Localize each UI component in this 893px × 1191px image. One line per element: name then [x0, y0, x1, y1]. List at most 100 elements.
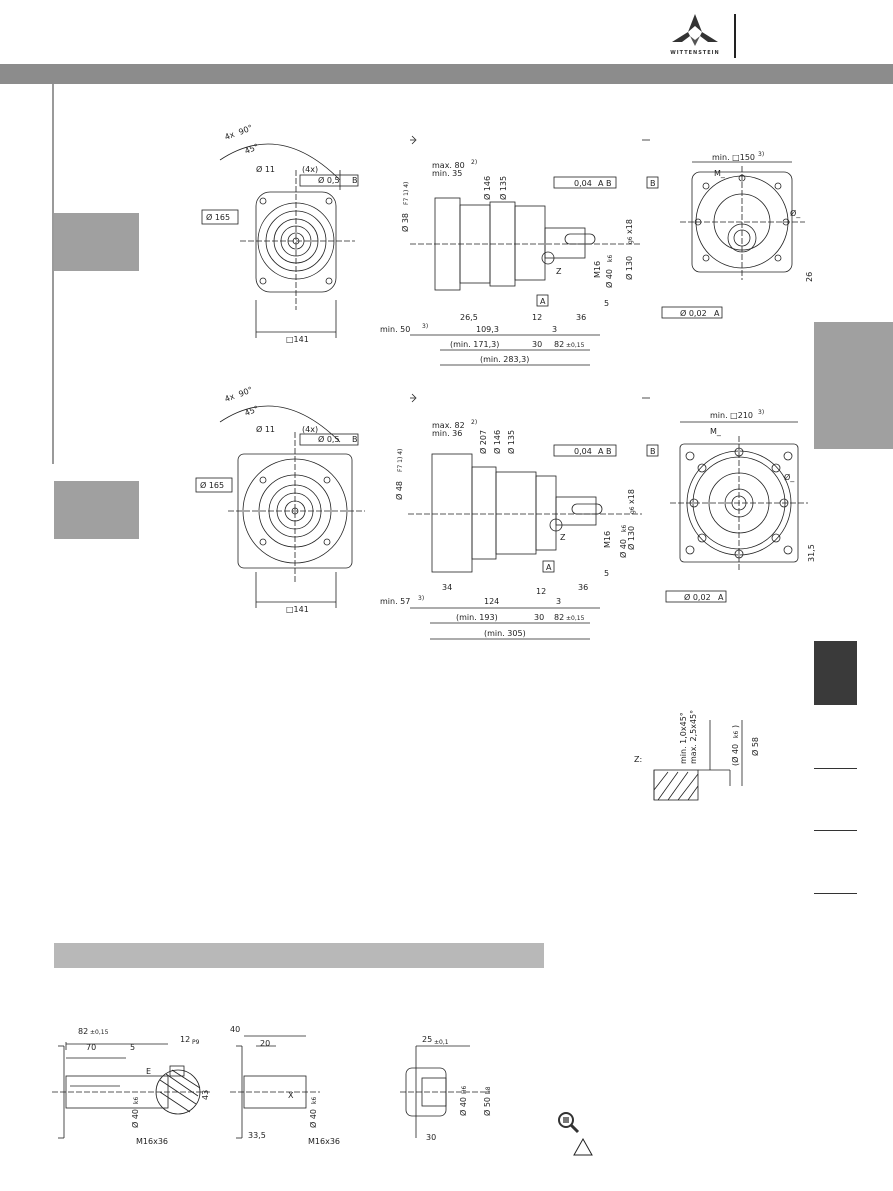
- d2-min-57: min. 57: [380, 597, 410, 606]
- d2-rear-square: min. □210: [710, 411, 753, 420]
- shaft-keyed-dim-43: 43: [201, 1090, 210, 1100]
- detail-z: Z: min. 1,0x45° max. 2,5x45° (Ø 40 k6 ) …: [634, 710, 760, 801]
- shaft-keyed-thread: M16x36: [136, 1137, 168, 1146]
- d1-d40: Ø 40: [604, 269, 614, 288]
- shaft-smooth-thread: M16x36: [308, 1137, 340, 1146]
- shaft-options: 82 ±0,15 70 5 12 P9 E Ø 40 k6 43 M16x36 …: [52, 1025, 492, 1146]
- shaft-keyed: [52, 1042, 210, 1139]
- d2-hole: Ø 11: [256, 424, 275, 434]
- d2-perp-tol: Ø 0,02: [684, 592, 711, 602]
- shaft-keyed-dim-12: 12: [180, 1035, 190, 1044]
- d2-max-dim: max. 82: [432, 421, 465, 430]
- d1-angle-45: 45°: [243, 142, 260, 156]
- d1-datum-b: B: [650, 179, 656, 188]
- shaft-smooth-dim-40: 40: [230, 1025, 240, 1034]
- shaft-smooth-d40-tol: k6: [311, 1097, 318, 1104]
- d2-hole-count: (4x): [302, 425, 318, 434]
- drawing-2: 4x 90° 45° Ø 11 (4x) Ø 0,5 B Ø 165 □141 …: [195, 385, 816, 640]
- shaft-keyed-d40-tol: k6: [133, 1097, 140, 1104]
- variant-marker-2: [54, 481, 139, 539]
- d1-thread: M16: [593, 261, 602, 278]
- d1-hole: Ø 11: [256, 164, 275, 174]
- d2-front-datum-b: B: [352, 435, 358, 444]
- shaft-hollow-dim-25: 25: [422, 1035, 432, 1044]
- shaft-hollow-dim-25-tol: ±0,1: [434, 1039, 449, 1046]
- d1-runout-ref: A B: [598, 179, 612, 188]
- drawing-1-front-view: [219, 143, 355, 338]
- shaft-keyed-d40: Ø 40: [130, 1109, 140, 1128]
- shaft-smooth-dim-20: 20: [260, 1039, 270, 1048]
- d2-count-prefix: 4x: [223, 392, 236, 404]
- d2-dim-36: 36: [578, 583, 588, 592]
- shaft-keyed-dim-82-tol: ±0,15: [90, 1029, 109, 1036]
- drawing-1-side-view: [410, 135, 650, 291]
- drawing-2-front-view: [219, 405, 365, 608]
- d2-min-305: (min. 305): [484, 629, 526, 638]
- d1-min-dim: min. 35: [432, 169, 462, 178]
- d1-dim-82: 82: [554, 340, 564, 349]
- side-tab-active[interactable]: [814, 641, 857, 705]
- d1-sup-2: 2): [471, 159, 477, 166]
- d2-dim-124: 124: [484, 597, 499, 606]
- d1-d40-tol: k6: [607, 255, 614, 262]
- detail-z-d58: Ø 58: [750, 737, 760, 756]
- d2-perp-ref: A: [718, 593, 724, 602]
- shaft-hollow-d50-tol: h8: [485, 1086, 492, 1094]
- d2-angle-90: 90°: [237, 385, 254, 399]
- left-rule: [52, 84, 54, 464]
- d2-datum-a: A: [546, 563, 552, 572]
- shaft-hollow-dim-30: 30: [426, 1133, 436, 1142]
- d1-perp-tol: Ø 0,02: [680, 308, 707, 318]
- shaft-keyed-e: E: [146, 1067, 151, 1076]
- d1-max-dim: max. 80: [432, 161, 465, 170]
- d2-position-tol: Ø 0,5: [318, 434, 340, 444]
- d1-hole-count: (4x): [302, 165, 318, 174]
- detail-z-d40: (Ø 40: [730, 744, 740, 766]
- drawing-1: 4x 90° 45° Ø 11 (4x) Ø 0,5 B Ø 165 □141 …: [201, 123, 814, 366]
- warning-triangle-icon: [572, 1137, 594, 1157]
- d2-datum-b: B: [650, 447, 656, 456]
- wittenstein-logo-icon: [672, 14, 718, 46]
- d2-d40: Ø 40: [618, 539, 628, 558]
- variant-marker-1: [54, 213, 139, 271]
- d2-runout-ref: A B: [598, 447, 612, 456]
- d1-dim-12: 12: [532, 313, 542, 322]
- d1-circle: Ø 165: [206, 212, 230, 222]
- d2-sup-2: 2): [471, 419, 477, 426]
- d1-min-171-3: (min. 171,3): [450, 340, 499, 349]
- shaft-hollow-d40: Ø 40: [458, 1097, 468, 1116]
- d2-dim-82: 82: [554, 613, 564, 622]
- d1-d146: Ø 146: [482, 176, 492, 200]
- d1-min-283-3: (min. 283,3): [480, 355, 529, 364]
- d2-dim-30: 30: [534, 613, 544, 622]
- d2-dim-34: 34: [442, 583, 452, 592]
- detail-z-label: Z:: [634, 755, 642, 764]
- d1-rear-d: Ø_: [790, 208, 801, 218]
- d2-dim-5: 5: [604, 569, 609, 578]
- d1-angle-90: 90°: [237, 123, 254, 137]
- zoom-detail-icon[interactable]: [556, 1110, 580, 1134]
- d1-position-tol: Ø 0,5: [318, 175, 340, 185]
- d2-pilot: Ø 48: [394, 481, 404, 500]
- d1-d135: Ø 135: [498, 176, 508, 200]
- shaft-smooth: [230, 1035, 320, 1139]
- d1-pilot: Ø 38: [400, 213, 410, 232]
- detail-z-section: [653, 720, 743, 801]
- detail-z-chamfer1: min. 1,0x45°: [679, 712, 688, 764]
- d2-sup-3: 3): [418, 595, 424, 602]
- header-divider: [734, 14, 736, 58]
- shaft-hollow-d40-tol: H6: [461, 1085, 468, 1094]
- d1-dim-3: 3: [552, 325, 557, 334]
- d2-z-label: Z: [560, 533, 566, 542]
- d1-square: □141: [286, 335, 309, 344]
- d2-d207: Ø 207: [478, 430, 488, 454]
- d1-pilot-tol: F7 1) 4): [403, 182, 410, 205]
- d2-square: □141: [286, 605, 309, 614]
- d2-d130: Ø 130: [626, 526, 636, 550]
- side-tab-upper[interactable]: [814, 322, 893, 449]
- d2-dim-3: 3: [556, 597, 561, 606]
- side-tab-rule-3: [814, 893, 857, 894]
- d2-pilot-tol: F7 1) 4): [397, 449, 404, 472]
- d1-datum-a: A: [540, 297, 546, 306]
- d2-dim-12: 12: [536, 587, 546, 596]
